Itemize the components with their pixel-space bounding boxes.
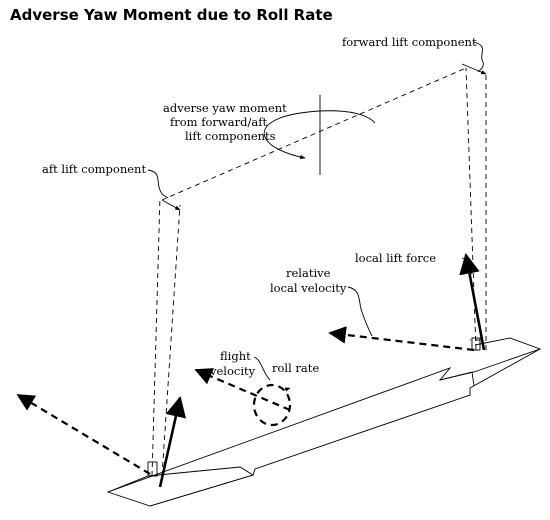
roll-rate-arrowhead <box>283 387 291 392</box>
forward-lift-arrow <box>461 63 487 75</box>
flight-label-1: flight <box>220 349 251 363</box>
aft-lift-label: aft lift component <box>42 162 146 176</box>
forward-lift-leader <box>473 41 484 73</box>
projection-lines <box>147 67 487 477</box>
aft-local-lift-arrow <box>158 395 187 488</box>
relative-label-1: relative <box>286 266 331 280</box>
relative-label-2: local velocity <box>270 281 347 295</box>
wing-outline <box>106 337 542 507</box>
local-lift-force-label: local lift force <box>355 251 436 265</box>
relative-velocity-leader <box>347 286 373 337</box>
adverse-yaw-label-3: lift components <box>185 129 276 143</box>
roll-rate-label: roll rate <box>272 361 319 375</box>
flight-velocity-leader <box>253 356 271 381</box>
flight-velocity-arrow <box>194 368 291 412</box>
aft-lift-leader <box>147 169 169 199</box>
adverse-yaw-label-2: from forward/aft <box>170 115 267 129</box>
roll-rate-ellipse <box>252 383 292 427</box>
local-lift-leader <box>461 257 473 275</box>
flight-label-2: velocity <box>209 364 256 378</box>
aft-relative-velocity-arrow <box>16 394 151 475</box>
adverse-yaw-label-1: adverse yaw moment <box>163 101 287 115</box>
forward-local-lift-arrow <box>459 252 486 351</box>
diagram-title: Adverse Yaw Moment due to Roll Rate <box>10 6 333 24</box>
forward-lift-label: forward lift component <box>342 35 477 49</box>
forward-relative-velocity-arrow <box>328 326 475 352</box>
yaw-moment-arc <box>263 110 376 160</box>
aft-lift-arrow <box>161 199 181 211</box>
